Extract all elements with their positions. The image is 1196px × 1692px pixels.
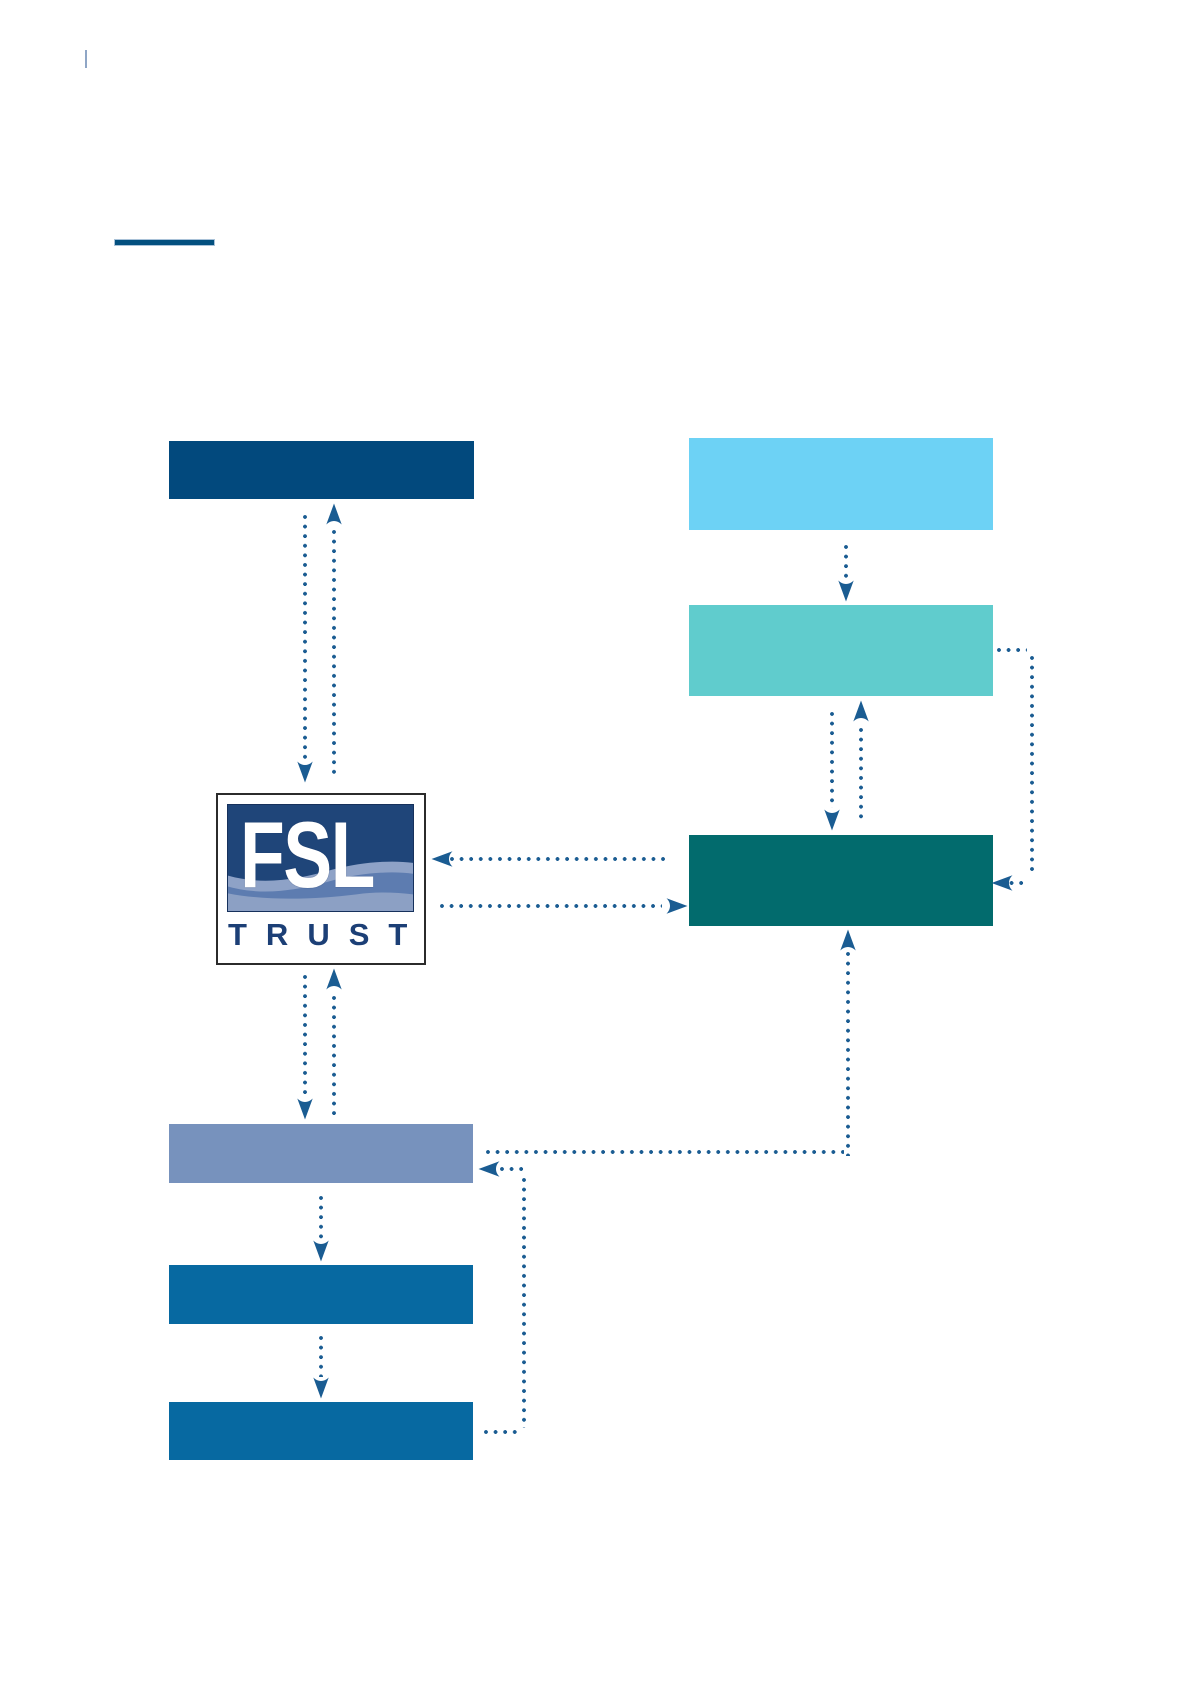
- arrow-up-into-darkteal-box-icon: [840, 929, 856, 953]
- cyan-box: [689, 438, 993, 530]
- connector-teal-right-loop-vertical: [1030, 656, 1034, 872]
- slate-box: [169, 1124, 473, 1183]
- arrow-left-into-logo-icon: [431, 851, 455, 867]
- fsl-logo-text: FSL: [240, 804, 375, 907]
- arrow-down-into-darkteal-box-icon: [824, 807, 840, 831]
- fsl-trust-logo: FSL TRUST: [216, 793, 426, 965]
- fsl-logo-emblem: FSL: [227, 804, 414, 912]
- connector-cyan-to-teal-line: [844, 545, 848, 579]
- navy-box-label: [169, 441, 474, 499]
- fsl-logo-wave-graphic: [228, 861, 413, 911]
- connector-teal-right-loop-bottom: [1000, 881, 1024, 885]
- page-margin-tick: [85, 50, 87, 68]
- connector-steel2-to-slate-vertical: [522, 1178, 526, 1428]
- arrow-down-into-steel-box-1-icon: [313, 1238, 329, 1262]
- slate-box-label: [169, 1124, 473, 1183]
- connector-steel2-to-slate-bottom: [484, 1430, 522, 1434]
- arrow-up-into-teal-box-icon: [853, 700, 869, 724]
- section-divider-rule: [114, 239, 215, 246]
- navy-box: [169, 441, 474, 499]
- connector-darkteal-to-teal-line: [859, 728, 863, 822]
- dark-teal-box-label: [689, 835, 993, 926]
- arrow-left-into-darkteal-box-icon: [991, 875, 1015, 891]
- arrow-up-into-navy-box-icon: [326, 503, 342, 527]
- connector-steel1-to-steel2-line: [319, 1336, 323, 1377]
- connector-logo-to-navy-line: [332, 530, 336, 777]
- steel-box-1-label: [169, 1265, 473, 1324]
- arrow-right-into-darkteal-box-icon: [664, 898, 688, 914]
- connector-slate-to-logo-line: [332, 996, 336, 1115]
- arrow-down-into-steel-box-2-icon: [313, 1375, 329, 1399]
- teal-box-label: [689, 605, 993, 696]
- cyan-box-label: [689, 438, 993, 530]
- arrow-down-into-teal-box-icon: [838, 578, 854, 602]
- connector-slate-to-darkteal-horizontal: [486, 1150, 844, 1154]
- connector-teal-right-loop-top: [997, 648, 1027, 652]
- connector-navy-to-logo-line: [303, 515, 307, 760]
- connector-slate-to-darkteal-vertical: [846, 952, 850, 1156]
- arrow-down-into-slate-box-icon: [297, 1096, 313, 1120]
- arrow-down-into-logo-icon: [297, 759, 313, 783]
- teal-box: [689, 605, 993, 696]
- connector-logo-to-slate-line: [303, 975, 307, 1097]
- arrow-left-into-slate-box-icon: [478, 1161, 502, 1177]
- dark-teal-box: [689, 835, 993, 926]
- connector-slate-to-steel1-line: [319, 1196, 323, 1239]
- connector-darkteal-to-logo-line: [450, 857, 668, 861]
- steel-box-1: [169, 1265, 473, 1324]
- connector-logo-to-darkteal-line: [440, 904, 662, 908]
- trust-logo-text: TRUST: [228, 917, 427, 952]
- arrow-up-into-logo-icon: [326, 968, 342, 992]
- steel-box-2: [169, 1402, 473, 1460]
- steel-box-2-label: [169, 1402, 473, 1460]
- connector-teal-to-darkteal-line: [830, 712, 834, 808]
- connector-steel2-to-slate-top: [500, 1167, 524, 1171]
